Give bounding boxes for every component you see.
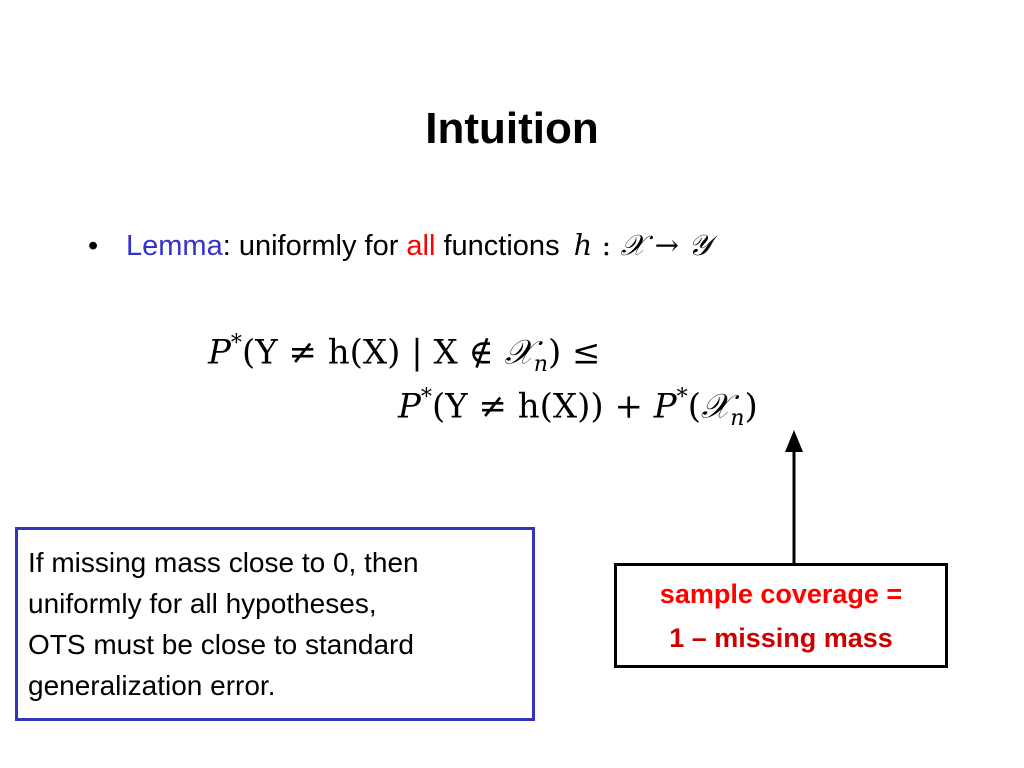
eq2-star1: * — [420, 384, 432, 410]
note-line-1: If missing mass close to 0, then — [28, 547, 419, 578]
lemma-emphasis-all: all — [406, 230, 436, 262]
equation-line-2: P*(Y ≠ h(X)) + P*(𝒳n) — [398, 384, 758, 431]
eq1-sub: n — [533, 350, 548, 377]
eq1-set: 𝒳 — [504, 332, 534, 373]
eq2-mid: (Y ≠ h(X)) + — [431, 386, 654, 427]
eq1-mid: (Y ≠ h(X) | X ∉ — [241, 332, 505, 373]
missing-mass-note-box: If missing mass close to 0, then uniform… — [15, 527, 535, 721]
eq1-p: P — [208, 332, 231, 373]
eq2-sub: n — [730, 404, 745, 431]
note-line-2: uniformly for all hypotheses, — [28, 588, 377, 619]
eq2-p2: P — [653, 386, 677, 427]
eq1-star: * — [230, 330, 242, 356]
coverage-line-1: sample coverage = — [659, 579, 903, 609]
coverage-line-2: 1 – missing mass — [669, 623, 893, 653]
lemma-text-before: : uniformly for — [222, 230, 407, 262]
eq2-close: ) — [744, 386, 758, 427]
lemma-text-after: functions — [435, 230, 560, 262]
equation-line-1: P*(Y ≠ h(X) | X ∉ 𝒳n) ≤ — [208, 330, 601, 377]
eq2-p1: P — [398, 386, 421, 427]
bullet-marker: • — [88, 230, 99, 262]
math-arrow: → — [645, 228, 689, 262]
slide-title: Intuition — [425, 104, 599, 153]
note-line-4: generalization error. — [28, 670, 276, 701]
sample-coverage-box: sample coverage = 1 – missing mass — [614, 563, 948, 668]
note-line-3: OTS must be close to standard — [28, 629, 414, 660]
math-codomain: 𝒴 — [688, 228, 711, 262]
math-colon: : — [592, 228, 621, 262]
lemma-bullet: • Lemma : uniformly for all functions h … — [88, 228, 711, 263]
lemma-term: Lemma — [126, 230, 223, 262]
math-h: h — [573, 228, 593, 262]
function-signature: h : 𝒳 → 𝒴 — [574, 228, 711, 263]
math-domain: 𝒳 — [620, 228, 646, 262]
eq2-open: ( — [687, 386, 701, 427]
eq2-star2: * — [676, 384, 688, 410]
eq1-end: ) ≤ — [547, 332, 601, 373]
up-arrow-icon — [785, 430, 803, 564]
eq2-set: 𝒳 — [700, 386, 731, 427]
